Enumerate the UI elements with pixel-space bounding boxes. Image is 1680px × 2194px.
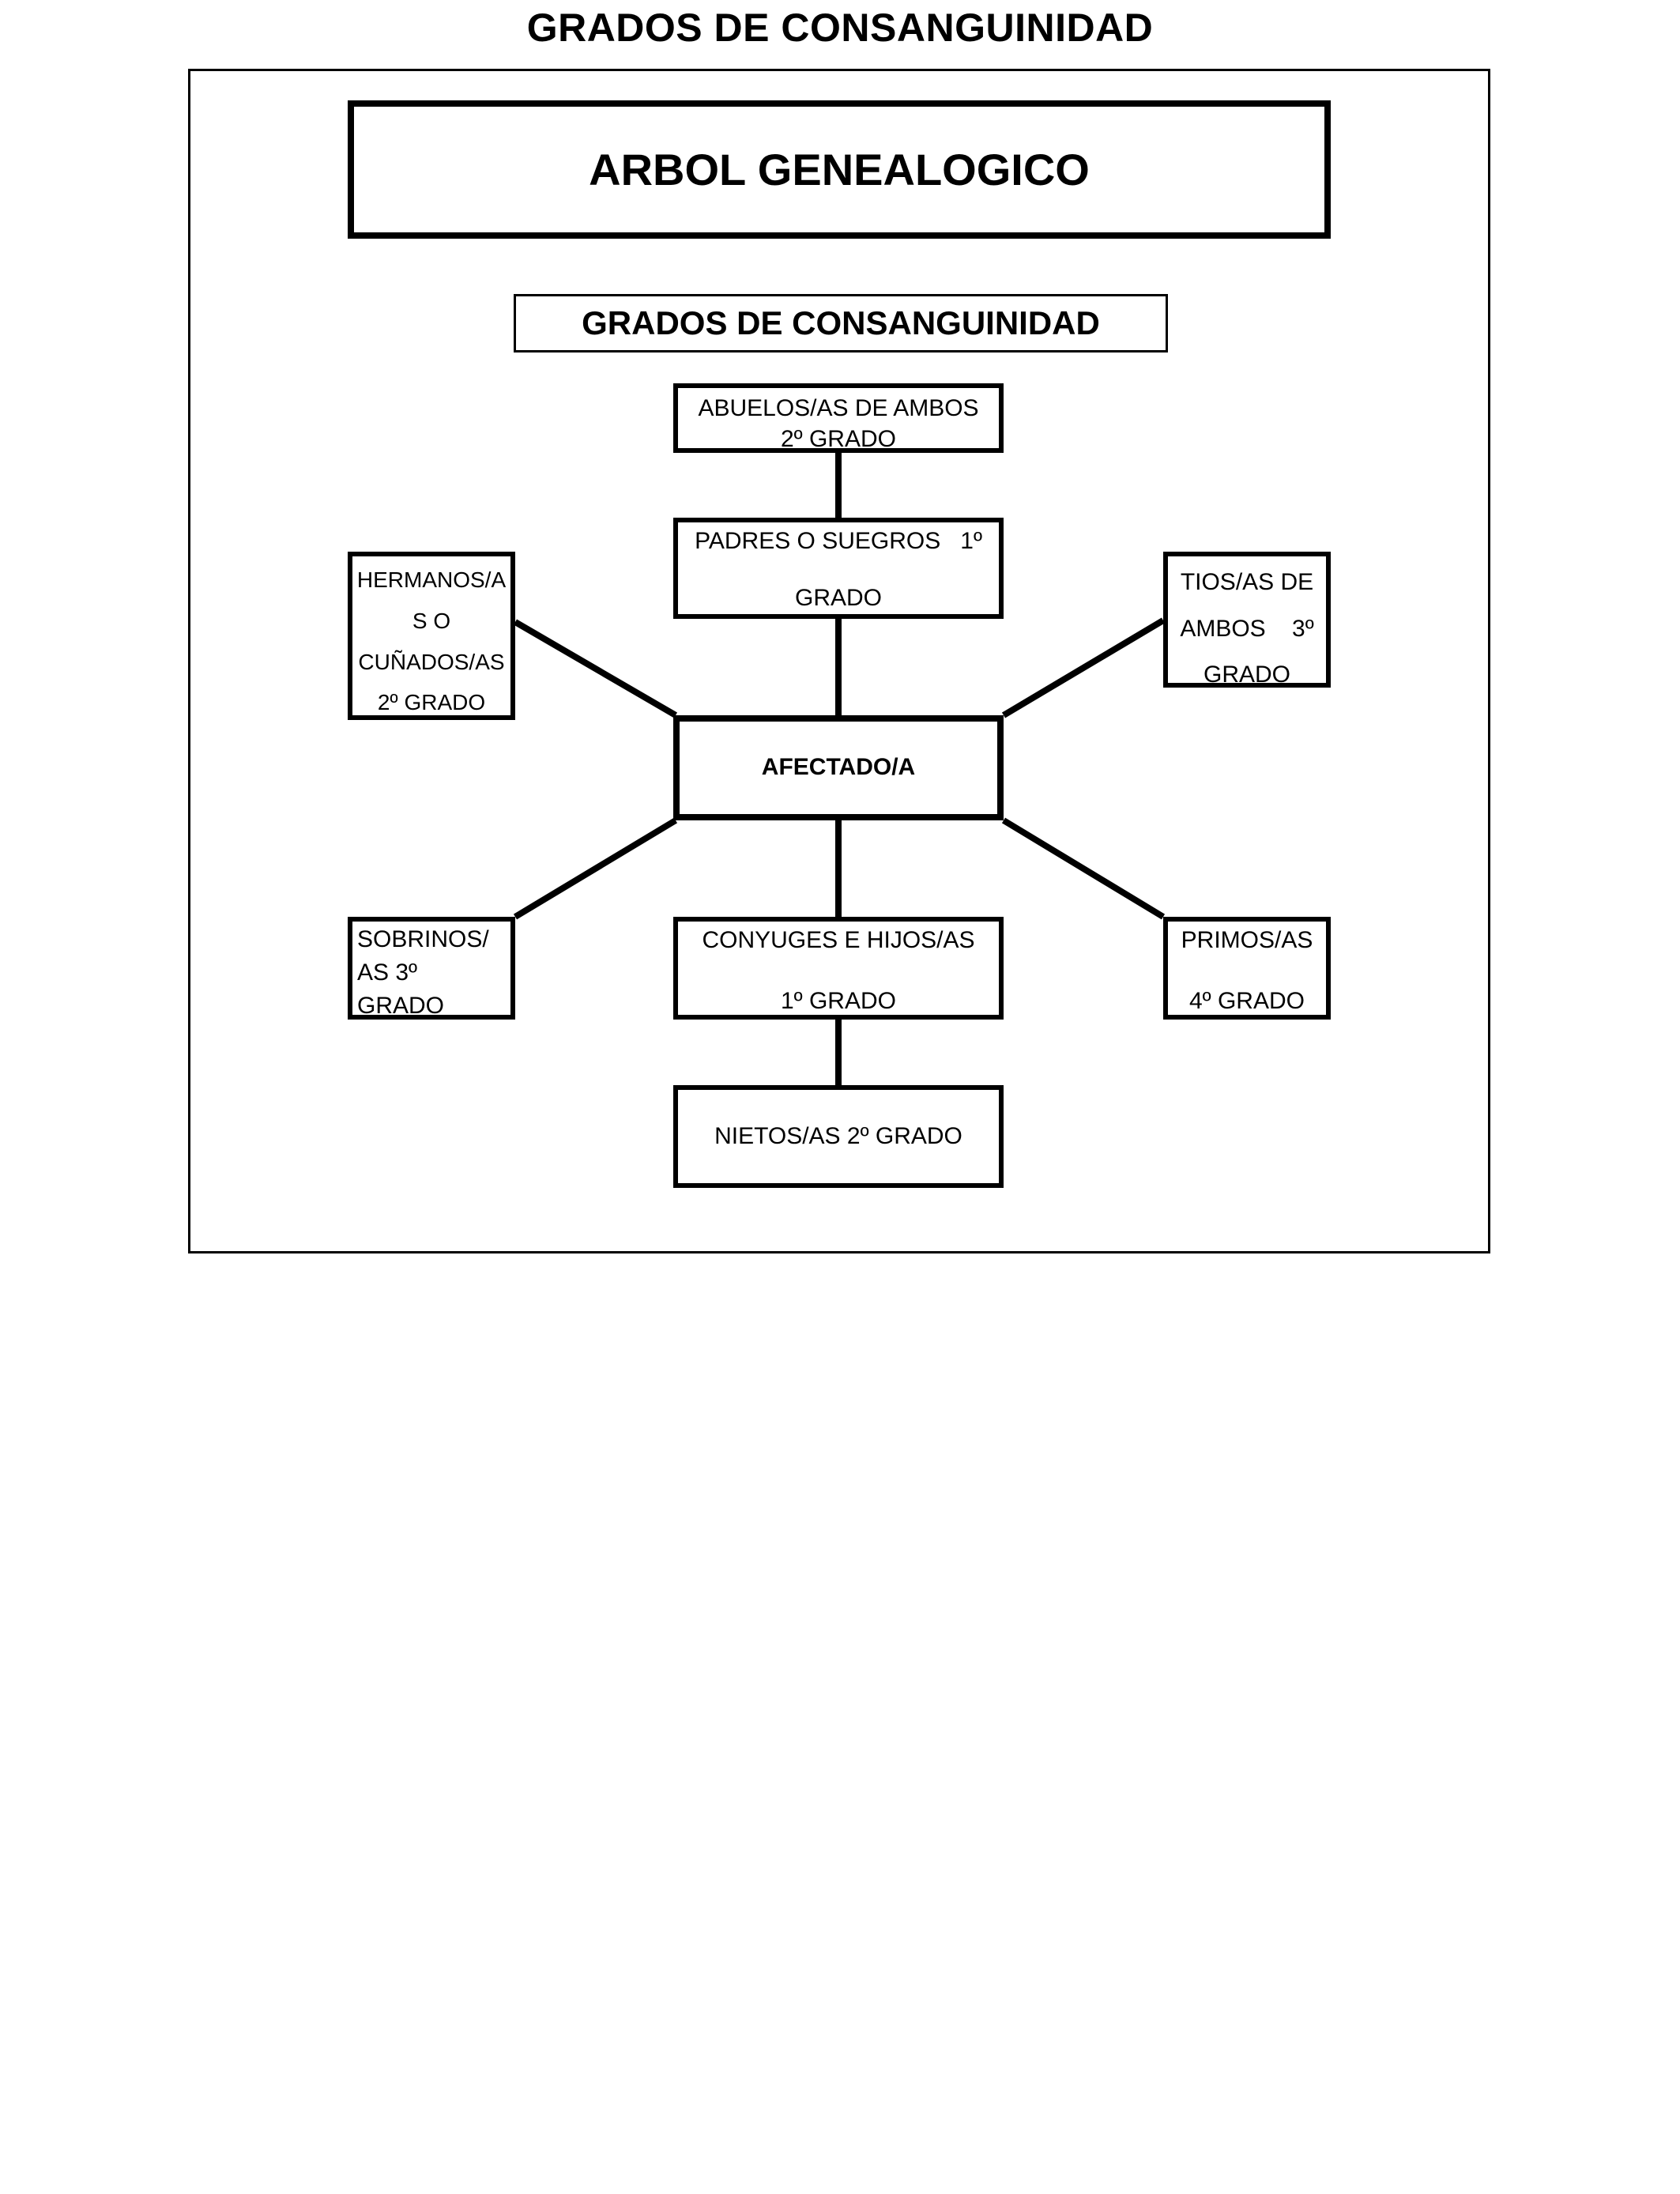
node-padres: PADRES O SUEGROS 1º GRADO (673, 518, 1004, 619)
node-hermanos-line2: S O (412, 608, 451, 633)
node-sobrinos-line2: AS 3º (357, 959, 417, 986)
node-tios-line1: TIOS/AS DE (1180, 569, 1314, 595)
node-conyuges-line1: CONYUGES E HIJOS/AS (702, 927, 975, 953)
node-tios-line3: GRADO (1203, 662, 1290, 688)
node-abuelos-line2: 2º GRADO (781, 426, 896, 452)
node-sobrinos: SOBRINOS/ AS 3º GRADO (348, 917, 515, 1020)
node-hermanos-line4: 2º GRADO (377, 690, 486, 715)
node-tios-line2: AMBOS 3º (1180, 615, 1314, 642)
node-nietos: NIETOS/AS 2º GRADO (673, 1085, 1004, 1188)
main-title-box: ARBOL GENEALOGICO (348, 100, 1331, 239)
node-hermanos: HERMANOS/A S O CUÑADOS/AS 2º GRADO (348, 552, 515, 720)
node-nietos-label: NIETOS/AS 2º GRADO (714, 1122, 962, 1149)
node-primos: PRIMOS/AS 4º GRADO (1163, 917, 1331, 1020)
subtitle-box: GRADOS DE CONSANGUINIDAD (514, 294, 1168, 352)
node-conyuges-line2: 1º GRADO (781, 987, 896, 1014)
node-padres-line2: GRADO (794, 585, 882, 611)
node-tios: TIOS/AS DE AMBOS 3º GRADO (1163, 552, 1331, 688)
diagram-frame (188, 69, 1490, 1253)
node-abuelos-line1: ABUELOS/AS DE AMBOS (698, 395, 979, 421)
node-sobrinos-line1: SOBRINOS/ (357, 926, 489, 952)
line-hermanos-afectado (513, 619, 678, 718)
node-padres-line1: PADRES O SUEGROS 1º (695, 528, 982, 554)
node-primos-line1: PRIMOS/AS (1181, 927, 1313, 953)
node-hermanos-line1: HERMANOS/A (356, 567, 507, 592)
node-primos-line2: 4º GRADO (1189, 987, 1305, 1014)
node-hermanos-line3: CUÑADOS/AS (358, 649, 505, 674)
node-abuelos: ABUELOS/AS DE AMBOS 2º GRADO (673, 383, 1004, 453)
node-afectado-label: AFECTADO/A (761, 754, 916, 781)
line-tios-afectado (1001, 617, 1166, 718)
line-afectado-sobrinos (513, 817, 678, 920)
line-afectado-primos (1001, 817, 1166, 920)
node-sobrinos-line3: GRADO (357, 993, 445, 1019)
node-conyuges: CONYUGES E HIJOS/AS 1º GRADO (673, 917, 1004, 1020)
page-title: GRADOS DE CONSANGUINIDAD (526, 6, 1154, 50)
node-afectado: AFECTADO/A (673, 715, 1004, 820)
